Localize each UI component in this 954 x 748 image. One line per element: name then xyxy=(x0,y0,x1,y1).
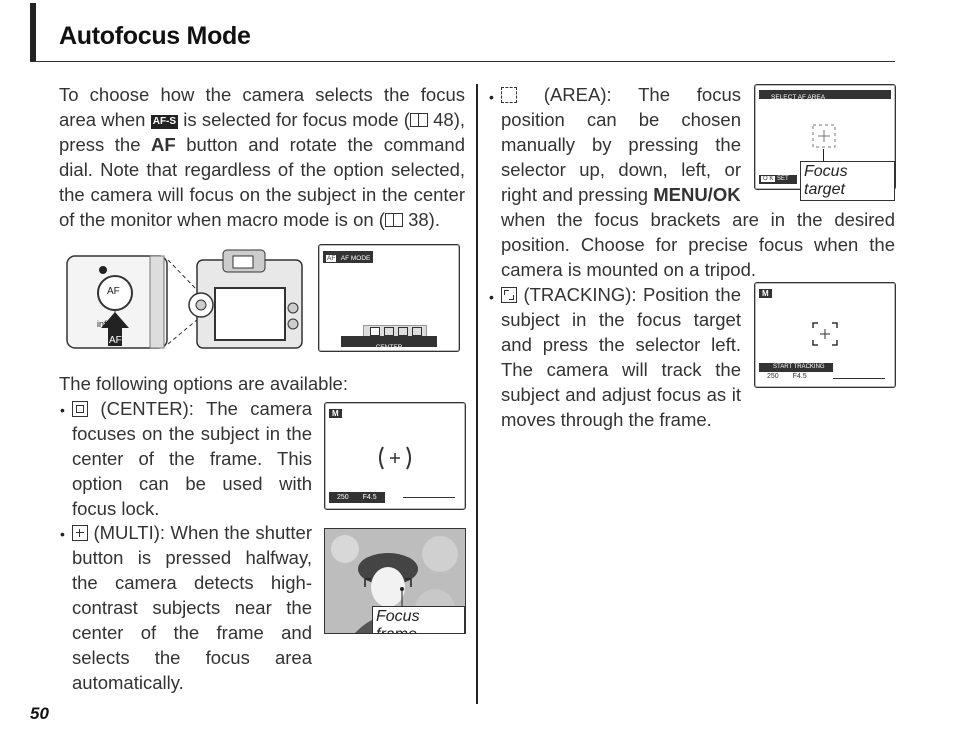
af-button-label: AF xyxy=(107,286,120,297)
tracking-exposure-scale xyxy=(833,378,885,379)
camera-figure: AF inf AF xyxy=(65,248,305,352)
start-tracking-label: START TRACKING xyxy=(773,364,825,370)
af-mode-screen: AF AF MODE CENTER xyxy=(318,244,460,352)
tracking-option-text: (TRACKING): Position the subject in the … xyxy=(501,282,741,432)
tracking-option-description: (TRACKING): Position the subject in the … xyxy=(501,284,741,430)
intro-text-2: is selected for focus mode ( xyxy=(183,109,410,130)
intro-ref-1: 48), press the xyxy=(59,109,466,155)
menu-ok-word: MENU/OK xyxy=(653,184,741,205)
af-selected-label: CENTER xyxy=(375,344,403,351)
multi-bullet: • xyxy=(60,526,65,542)
center-focus-frame xyxy=(379,446,411,470)
center-screen: M 250 F4.5 xyxy=(324,402,466,510)
tracking-aperture: F4.5 xyxy=(792,373,807,380)
tracking-shutter: 250 xyxy=(767,373,779,380)
title-accent-bar xyxy=(30,3,36,61)
focus-frame-callout: Focus frame xyxy=(372,606,465,633)
af-header-icon: AF xyxy=(326,255,337,262)
area-option-text-cont: when the focus brackets are in the desir… xyxy=(501,207,895,282)
center-mode-badge: M xyxy=(329,409,342,418)
multi-mode-icon xyxy=(72,525,88,541)
ok-label: O K xyxy=(761,176,776,182)
intro-text-3: button and rotate the command dial. Note… xyxy=(59,134,465,230)
af-word: AF xyxy=(151,134,176,155)
inf-label: inf xyxy=(97,319,107,329)
area-option-description-a: (AREA): The focus position can be chosen… xyxy=(501,84,741,205)
tracking-screen: M START TRACKING 250 F4.5 xyxy=(754,282,896,388)
intro-text-1: To choose how the camera selects the foc… xyxy=(59,84,465,130)
center-exposure-scale xyxy=(403,497,455,498)
center-shutter: 250 xyxy=(337,494,349,501)
af-mode-header: AF AF MODE xyxy=(323,251,374,263)
area-header-text: SELECT AF AREA xyxy=(771,94,826,101)
tracking-mode-badge: M xyxy=(759,289,772,298)
multi-icon xyxy=(384,327,394,336)
area-icon xyxy=(398,327,408,336)
column-divider xyxy=(476,84,478,704)
camera-illustration xyxy=(66,249,303,349)
area-header: SELECT AF AREA xyxy=(759,90,891,101)
tracking-exposure: 250 F4.5 xyxy=(759,373,807,380)
book-icon xyxy=(384,213,403,227)
area-mode-icon xyxy=(501,87,517,103)
book-icon xyxy=(409,113,428,127)
tracking-focus-target xyxy=(812,322,838,346)
af-bottom-label: AF xyxy=(109,335,122,346)
area-screen: SELECT AF AREA O K SET Focus target xyxy=(754,84,896,201)
center-option-text: (CENTER): The camera focuses on the subj… xyxy=(72,396,312,521)
callout-pointer xyxy=(823,149,824,161)
tracking-bullet: • xyxy=(489,289,494,305)
af-header-text: AF MODE xyxy=(340,255,371,262)
area-option-description-b: when the focus brackets are in the desir… xyxy=(501,209,895,280)
set-label: SET xyxy=(777,176,789,182)
focus-target-callout: Focus target xyxy=(800,161,895,201)
tracking-icon xyxy=(412,327,422,336)
center-icon xyxy=(370,327,380,336)
center-option-description: (CENTER): The camera focuses on the subj… xyxy=(72,398,312,519)
page-number: 50 xyxy=(30,704,49,723)
afs-icon: AF-S xyxy=(150,115,179,129)
area-focus-target xyxy=(812,124,836,148)
af-selected-bar: CENTER xyxy=(341,336,437,351)
area-ok-bar: O K SET xyxy=(759,175,797,184)
multi-option-text: (MULTI): When the shutter button is pres… xyxy=(72,520,312,695)
area-option-text: (AREA): The focus position can be chosen… xyxy=(501,82,741,207)
tracking-mode-icon xyxy=(501,287,517,303)
page-title: Autofocus Mode xyxy=(59,22,251,50)
area-bullet: • xyxy=(489,89,494,105)
multi-option-description: (MULTI): When the shutter button is pres… xyxy=(72,522,312,693)
center-mode-icon xyxy=(72,401,88,417)
center-exposure-bar: 250 F4.5 xyxy=(329,492,385,503)
center-aperture: F4.5 xyxy=(362,494,377,501)
multi-photo: Focus frame xyxy=(324,528,466,634)
title-divider xyxy=(30,61,895,62)
options-intro: The following options are available: xyxy=(59,373,348,394)
center-bullet: • xyxy=(60,402,65,418)
intro-ref-2: 38). xyxy=(408,209,440,230)
start-tracking-bar: START TRACKING xyxy=(759,363,833,372)
intro-paragraph: To choose how the camera selects the foc… xyxy=(59,82,465,232)
